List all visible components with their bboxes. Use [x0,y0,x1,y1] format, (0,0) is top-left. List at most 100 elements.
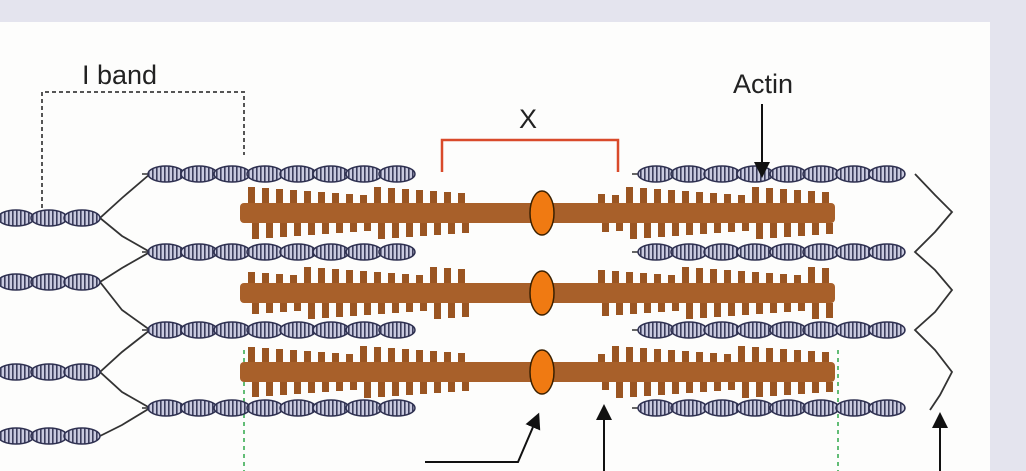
actin-monomer [0,209,35,227]
myosin-head [462,303,469,317]
myosin-head [780,189,787,203]
actin-monomer [703,321,741,339]
myosin-head [252,223,259,239]
myosin-head [738,346,745,362]
myosin-head [696,268,703,283]
myosin-head [612,195,619,203]
myosin-head [336,382,343,391]
myosin-head [658,382,665,395]
myosin-head [444,352,451,362]
myosin-head [304,191,311,203]
actin-monomer [180,243,218,261]
x-label: X [519,104,537,134]
myosin-head [308,382,315,393]
myosin-head [626,187,633,203]
myosin-head [700,382,707,392]
myosin-head [346,194,353,203]
actin-monomer [703,165,741,183]
actin-monomer [345,243,383,261]
actin-monomer [213,321,251,339]
actin-monomer [63,363,101,381]
myosin-head [714,223,721,233]
actin-monomer [345,321,383,339]
myosin-head [430,351,437,362]
actin-monomer [378,243,416,261]
actin-monomer [868,243,906,261]
myosin-head [808,267,815,283]
myosin-head [742,303,749,315]
myosin-head [420,303,427,311]
z-line-right [913,173,954,411]
actin-monomer [736,399,774,417]
myosin-head [686,223,693,235]
myosin-head [766,348,773,362]
myosin-head [448,223,455,234]
actin-monomer [312,165,350,183]
myosin-head [812,223,819,235]
myosin-head [794,190,801,203]
myosin-head [794,350,801,362]
myosin-head [252,303,259,314]
myosin-head [686,382,693,393]
m-line-protein [529,349,555,395]
myosin-head [332,269,339,283]
myosin-head [332,353,339,362]
myosin-head [808,191,815,203]
myosin-head [626,272,633,283]
myosin-head [416,350,423,362]
myosin-head [672,303,679,311]
myosin-head [682,191,689,203]
actin-monomer [213,399,251,417]
myosin-head [728,223,735,232]
myosin-head [392,303,399,313]
myosin-head [304,267,311,283]
actin-monomer [769,243,807,261]
myosin-head [448,303,455,318]
myosin-head [290,190,297,203]
myosin-head [640,273,647,283]
actin-monomer [63,209,101,227]
myosin-head [402,349,409,362]
actin-monomer [703,243,741,261]
actin-monomer [769,321,807,339]
actin-monomer [180,165,218,183]
myosin-head [266,223,273,238]
actin-monomer [345,165,383,183]
myosin-head [416,275,423,283]
myosin-head [252,382,259,397]
myosin-head [616,382,623,398]
myosin-head [826,303,833,318]
actin-monomer [312,321,350,339]
actin-monomer [0,273,35,291]
myosin-head [364,382,371,398]
myosin-head [280,223,287,237]
myosin-head [290,275,297,283]
myosin-head [458,353,465,362]
myosin-head [644,303,651,313]
myosin-head [612,271,619,283]
actin-monomer [802,165,840,183]
myosin-head [434,382,441,393]
actin-monomer [0,427,35,445]
myosin-head [598,354,605,362]
myosin-head [812,303,819,319]
actin-monomer [180,321,218,339]
myosin-head [756,382,763,397]
myosin-head [318,192,325,203]
actin-monomer [246,399,284,417]
myosin-head [360,195,367,203]
myosin-head [350,303,357,316]
actin-monomer [246,243,284,261]
myosin-head [332,193,339,203]
z-line-left [98,173,152,437]
myosin-head [462,382,469,391]
myosin-head [770,223,777,238]
myosin-head [724,194,731,203]
myosin-head [794,275,801,283]
myosin-head [280,303,287,312]
m-line-protein [529,190,555,236]
actin-monomer [30,273,68,291]
myosin-head [392,382,399,396]
x-bracket [440,138,620,172]
